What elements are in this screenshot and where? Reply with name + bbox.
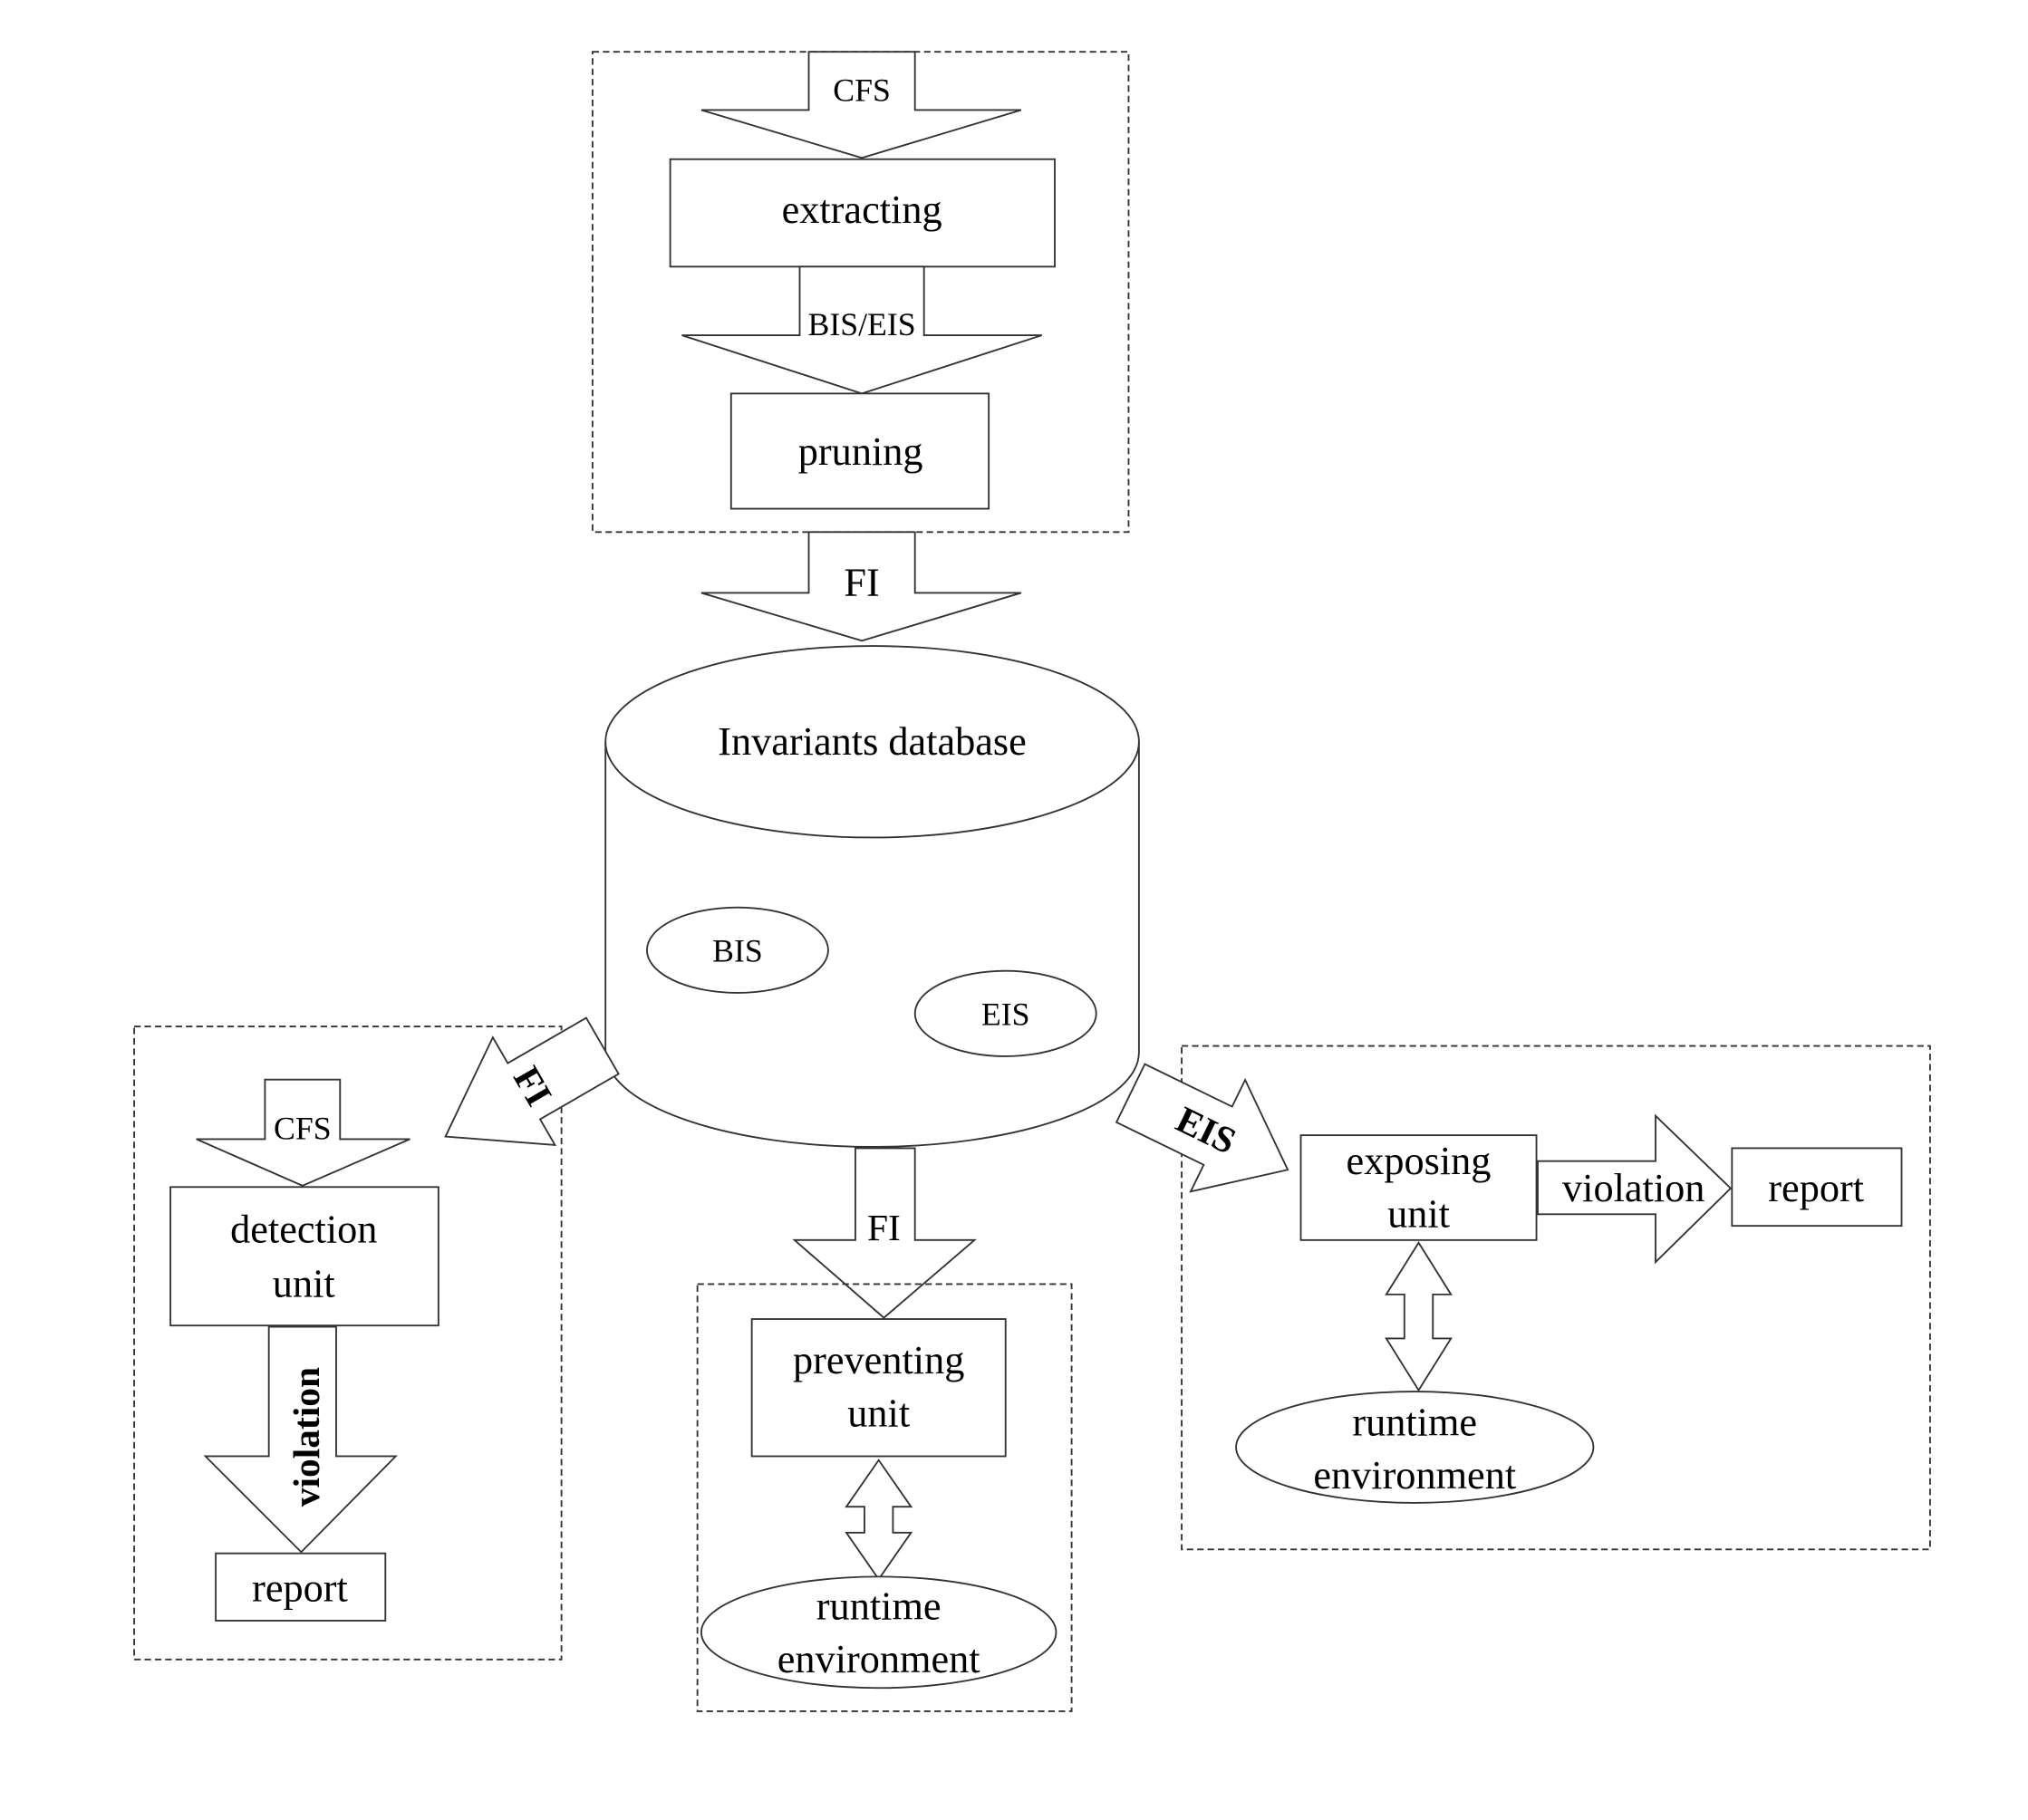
- exposing-unit-line1: exposing: [1347, 1139, 1492, 1183]
- bis-eis-label: BIS/EIS: [808, 306, 916, 342]
- fi-arrow-middle-label: FI: [867, 1207, 901, 1248]
- eis-store-label: EIS: [981, 997, 1030, 1033]
- pruning-label: pruning: [798, 429, 923, 474]
- cfs-input-label: CFS: [833, 72, 891, 108]
- preventing-runtime-line2: environment: [777, 1637, 981, 1681]
- exposing-unit-line2: unit: [1387, 1192, 1451, 1237]
- detection-unit-line2: unit: [273, 1262, 336, 1306]
- preventing-unit-line2: unit: [847, 1391, 911, 1436]
- bis-store-label: BIS: [712, 933, 763, 969]
- preventing-unit-line1: preventing: [793, 1338, 964, 1382]
- exposing-runtime-line1: runtime: [1352, 1401, 1477, 1445]
- fi-arrow-top-label: FI: [844, 560, 879, 604]
- preventing-runtime-line1: runtime: [816, 1584, 942, 1629]
- exposing-report-label: report: [1768, 1166, 1864, 1210]
- detection-unit-line1: detection: [230, 1208, 377, 1252]
- exposing-runtime-double-arrow: [1386, 1243, 1451, 1391]
- preventing-runtime-double-arrow: [846, 1460, 911, 1579]
- detection-report-label: report: [252, 1566, 348, 1611]
- violation-arrow-down-label: violation: [285, 1367, 327, 1507]
- violation-arrow-right-label: violation: [1562, 1166, 1704, 1210]
- exposing-runtime-line2: environment: [1313, 1453, 1517, 1497]
- extracting-label: extracting: [782, 188, 942, 232]
- cfs-detection-label: CFS: [274, 1110, 332, 1146]
- database-title: Invariants database: [718, 719, 1027, 764]
